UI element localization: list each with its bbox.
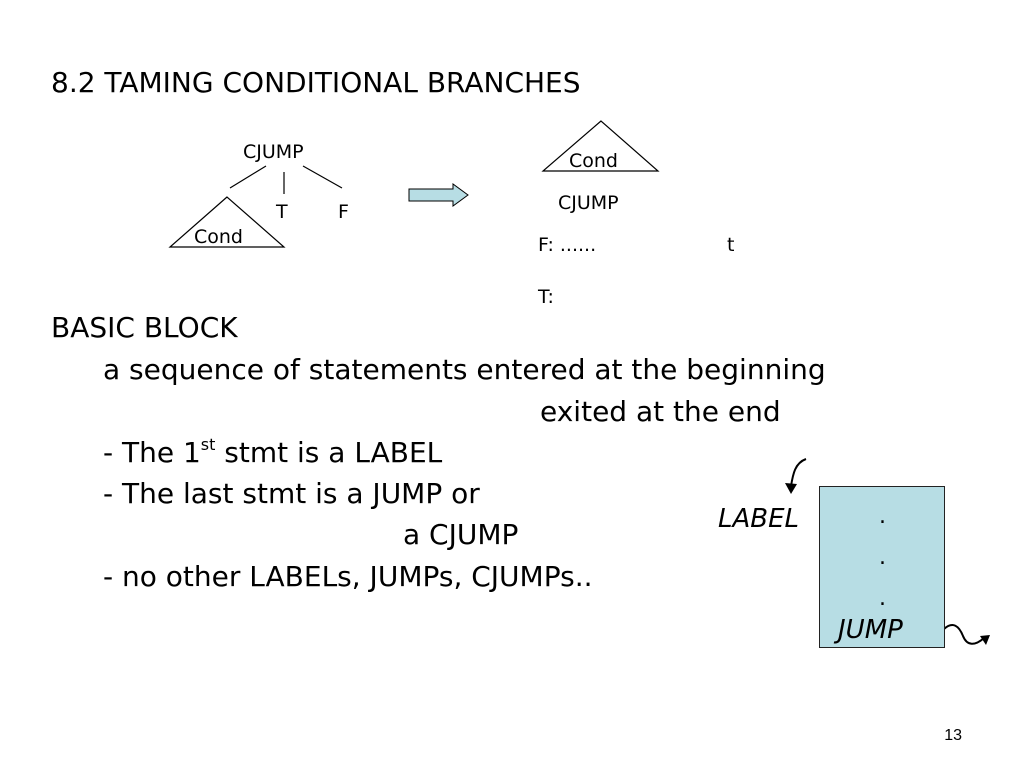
branch-true-label: T <box>276 201 288 223</box>
entry-arrow <box>790 458 807 487</box>
branch-false-label: F <box>338 201 349 223</box>
entry-arrow-head <box>785 483 797 494</box>
transform-arrow <box>408 183 469 207</box>
label-text: LABEL <box>718 504 800 534</box>
slide-title: 8.2 TAMING CONDITIONAL BRANCHES <box>51 66 581 99</box>
t-label: t <box>727 234 735 256</box>
definition-line-1: a sequence of statements entered at the … <box>103 353 826 386</box>
true-line: T: <box>538 286 554 308</box>
cjump-root-label: CJUMP <box>243 141 304 163</box>
jump-text: JUMP <box>838 615 903 645</box>
rule-3: - no other LABELs, JUMPs, CJUMPs.. <box>103 560 593 593</box>
branch-line-cond <box>229 165 267 189</box>
exit-arrow-head <box>980 635 990 645</box>
page-number: 13 <box>944 727 962 744</box>
cjump-label-right: CJUMP <box>558 192 619 214</box>
cond-label-left: Cond <box>194 226 243 248</box>
rule-1-superscript: st <box>200 435 216 454</box>
branch-line-false <box>302 165 343 189</box>
exit-arrow <box>943 624 985 645</box>
rule-1: - The 1st stmt is a LABEL <box>103 436 442 469</box>
basic-block-heading: BASIC BLOCK <box>51 311 238 344</box>
cond-triangle-right <box>541 120 660 172</box>
false-line: F: ...... <box>538 234 597 256</box>
definition-line-2: exited at the end <box>540 395 781 428</box>
basic-block-box <box>819 486 945 648</box>
block-dot-2: . <box>879 545 886 570</box>
cond-label-right: Cond <box>569 150 618 172</box>
cond-triangle-left <box>168 196 286 248</box>
rule-1-before: - The 1 <box>103 436 201 469</box>
rule-2-line-1: - The last stmt is a JUMP or <box>103 477 480 510</box>
rule-2-line-2: a CJUMP <box>403 518 519 551</box>
block-dot-3: . <box>879 586 886 611</box>
block-dot-1: . <box>879 504 886 529</box>
rule-1-after: stmt is a LABEL <box>215 436 443 469</box>
